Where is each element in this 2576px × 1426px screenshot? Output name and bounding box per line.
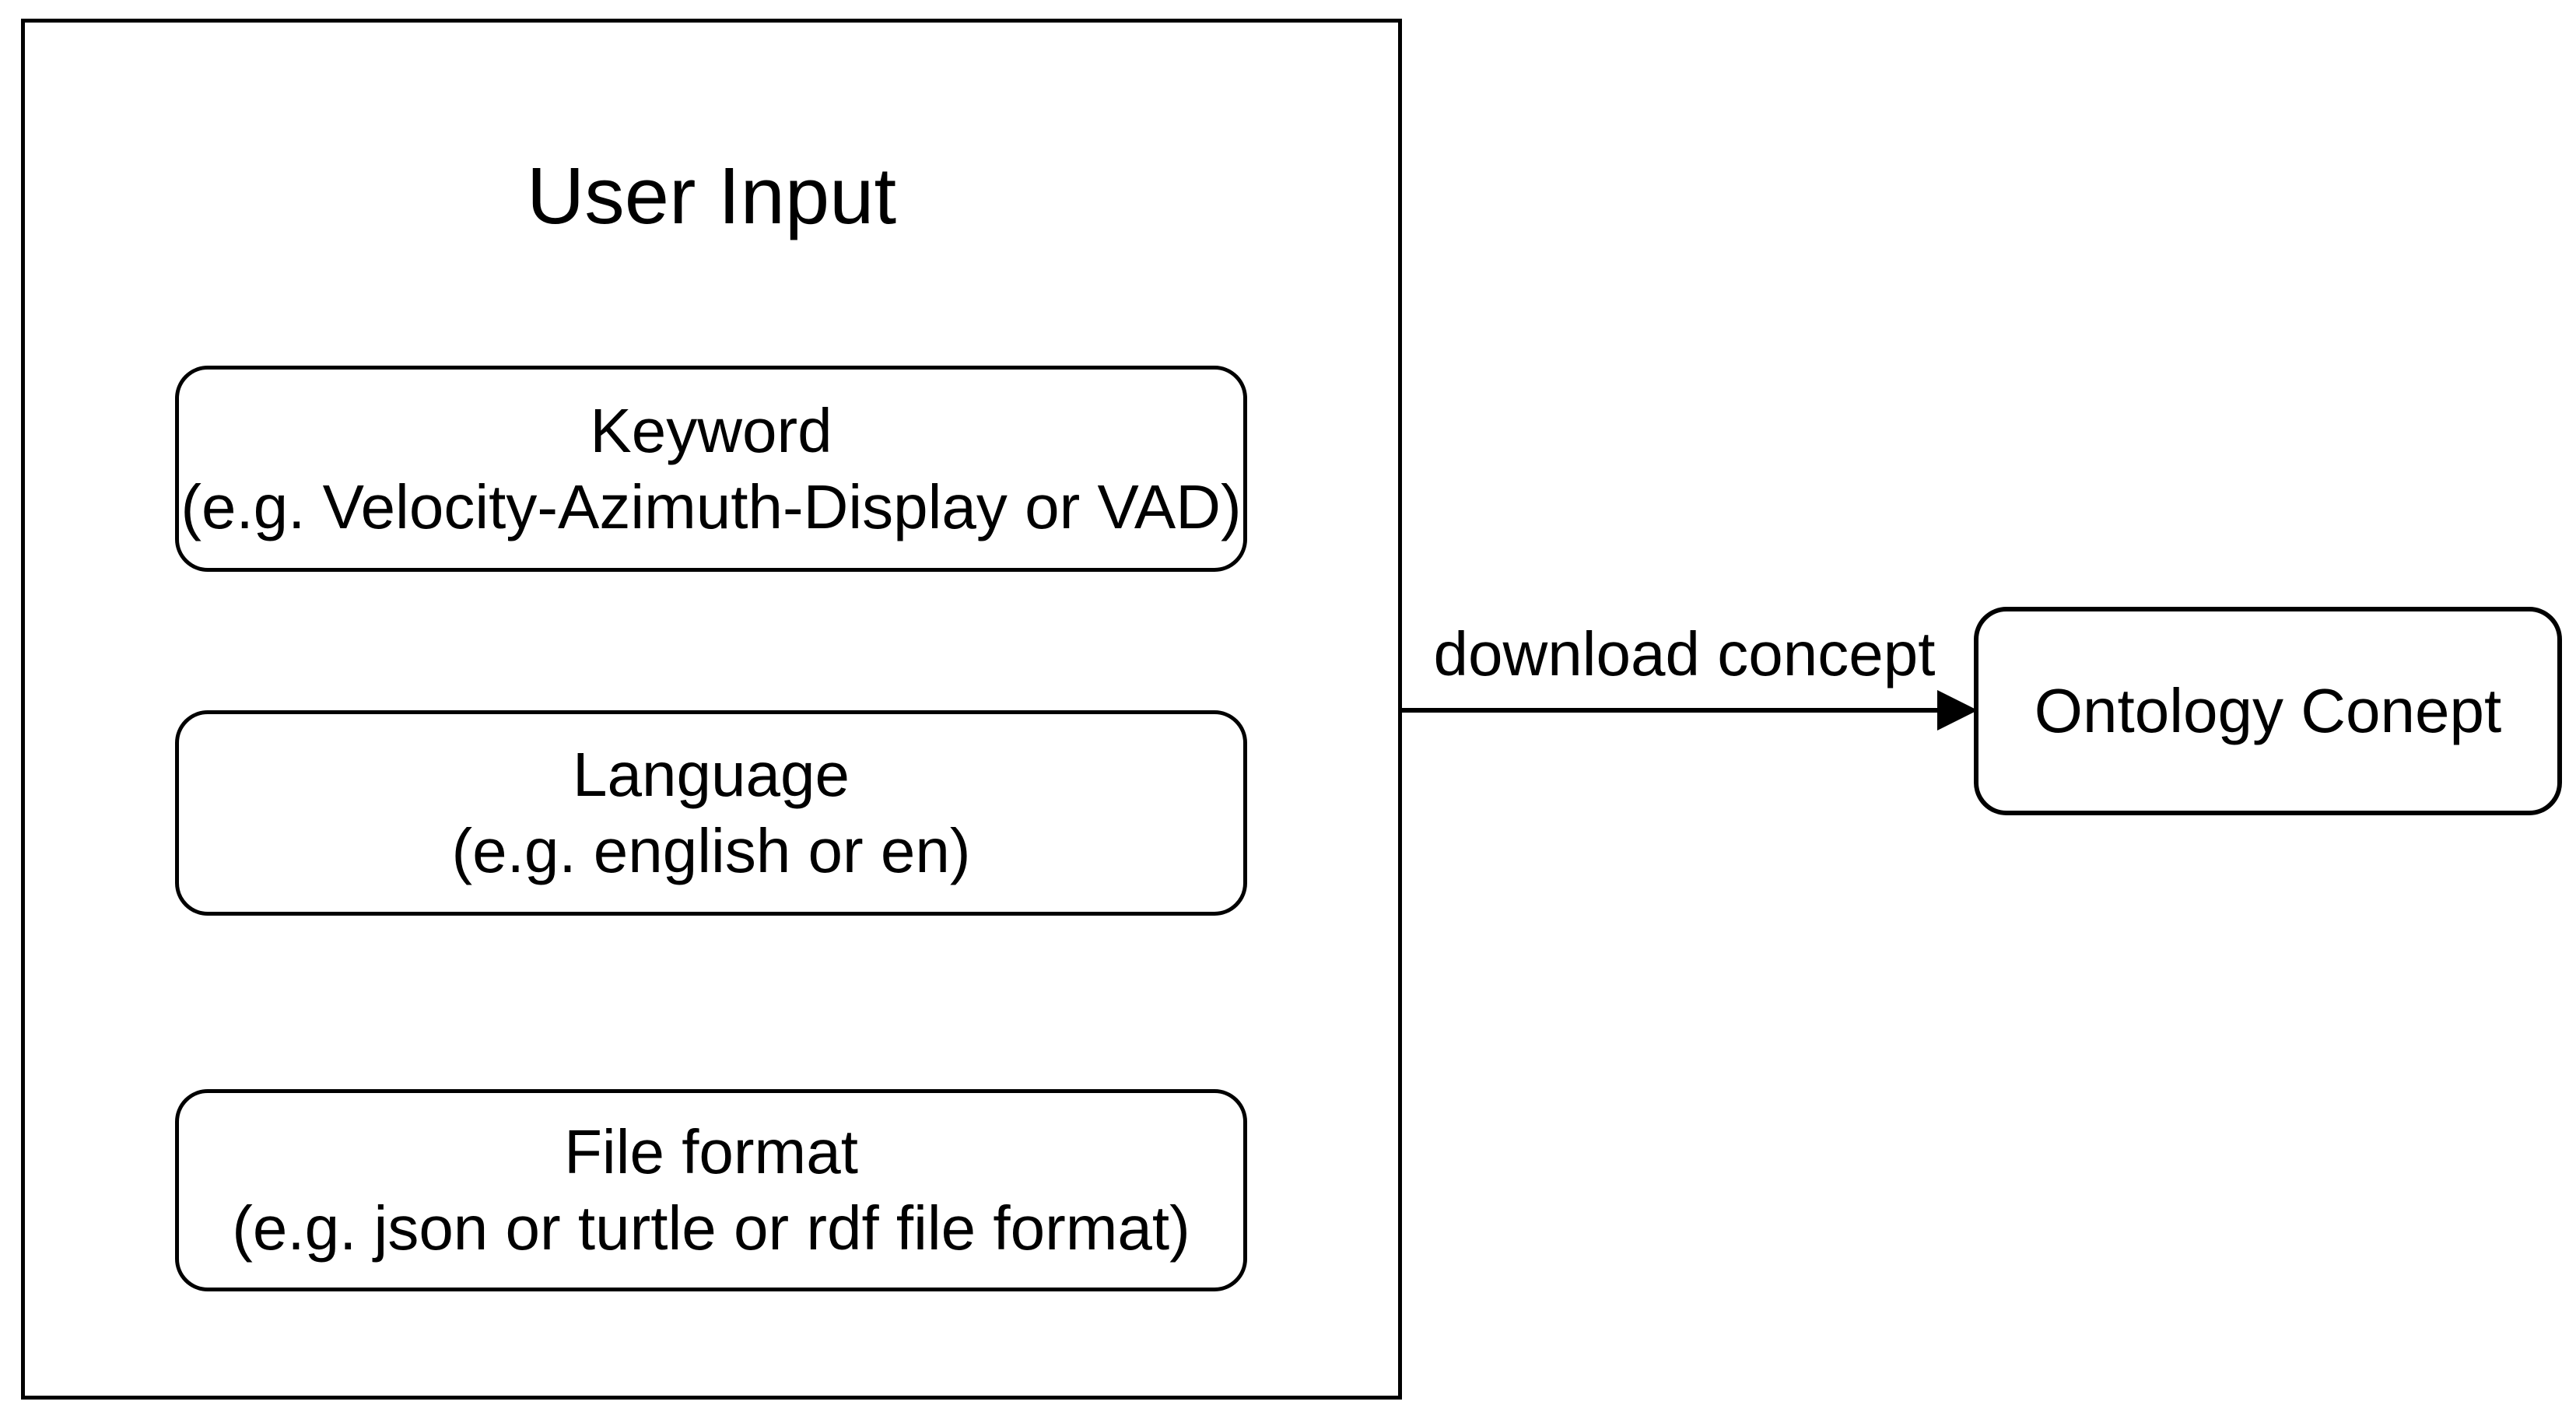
arrow-head-icon (1937, 690, 1978, 731)
file-format-node-example: (e.g. json or turtle or rdf file format) (232, 1193, 1190, 1263)
language-node-label: Language (573, 740, 850, 810)
keyword-node-label: Keyword (590, 395, 832, 465)
language-node-example: (e.g. english or en) (451, 816, 971, 885)
file-format-node-label: File format (564, 1117, 858, 1187)
keyword-node: Keyword (e.g. Velocity-Azimuth-Display o… (175, 366, 1247, 572)
arrow-line (1402, 708, 1939, 713)
ontology-concept-node: Ontology Conept (1974, 607, 2562, 815)
language-node: Language (e.g. english or en) (175, 710, 1247, 916)
user-input-title: User Input (526, 151, 897, 240)
keyword-node-example: (e.g. Velocity-Azimuth-Display or VAD) (180, 471, 1242, 541)
ontology-concept-node-label: Ontology Conept (2034, 676, 2502, 746)
file-format-node: File format (e.g. json or turtle or rdf … (175, 1089, 1247, 1291)
download-concept-edge-label: download concept (1433, 619, 1936, 688)
